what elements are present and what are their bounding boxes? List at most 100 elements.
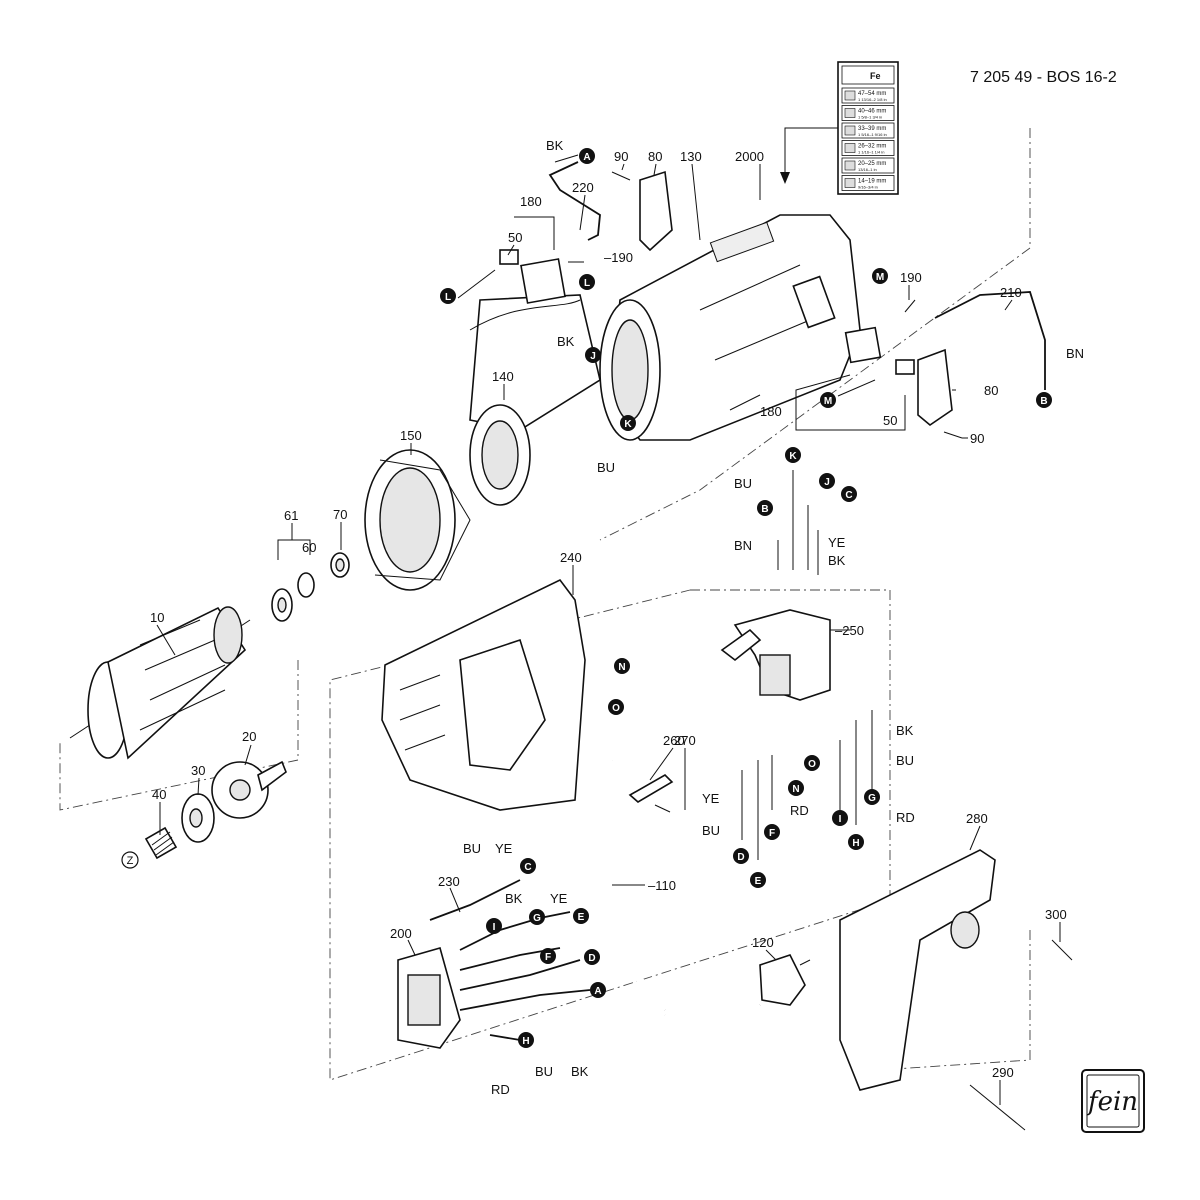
wire-color-ye-upper: YE — [828, 535, 846, 550]
capacity-row-mm: 14–19 mm — [858, 179, 886, 185]
connection-wire-220 — [548, 161, 601, 241]
marker-g-switch: G — [864, 789, 880, 805]
part-number-50-left: 50 — [508, 230, 522, 245]
wire-color-bu-upper: BU — [734, 476, 752, 491]
svg-text:I: I — [493, 922, 496, 933]
marker-e-200: E — [573, 908, 589, 924]
part-number-240: 240 — [560, 550, 582, 565]
svg-text:G: G — [533, 913, 541, 924]
svg-text:L: L — [584, 278, 590, 289]
screw-290 — [969, 1084, 1026, 1131]
part-number-210: 210 — [1000, 285, 1022, 300]
svg-text:F: F — [545, 952, 551, 963]
part-number-120: 120 — [752, 935, 774, 950]
wire-color-ye-200: YE — [550, 891, 568, 906]
svg-text:F: F — [769, 828, 775, 839]
marker-b-switch: B — [757, 500, 773, 516]
wire-color-bu-d: BU — [702, 823, 720, 838]
capacity-row-mm: 33–39 mm — [858, 126, 886, 132]
bit-size-icon — [844, 108, 856, 118]
svg-text:L: L — [445, 292, 451, 303]
marker-o-switch: O — [804, 755, 820, 771]
marker-h-switch: H — [848, 834, 864, 850]
part-number-280: 280 — [966, 811, 988, 826]
capacity-row-inch: 1 5/8–1 3/4 in — [858, 115, 882, 120]
capacity-row-mm: 40–46 mm — [858, 109, 886, 115]
part-number-2000: 2000 — [735, 149, 764, 164]
bit-size-icon — [844, 90, 856, 101]
svg-text:H: H — [522, 1036, 529, 1047]
marker-c-230: C — [520, 858, 536, 874]
wire-color-ye-lower: YE — [702, 791, 720, 806]
connection-wire-210 — [934, 291, 1046, 390]
svg-text:M: M — [824, 396, 832, 407]
marker-l-left: L — [440, 288, 456, 304]
marker-j-coil: J — [585, 347, 601, 363]
marker-h-200: H — [518, 1032, 534, 1048]
leader-lines — [156, 154, 1061, 1105]
marker-g-200: G — [529, 909, 545, 925]
marker-i-switch: I — [832, 810, 848, 826]
bearing-set — [271, 552, 350, 622]
wire-color-rd-lower: RD — [790, 803, 809, 818]
capacity-row-inch: 9/16–3/4 in — [858, 185, 878, 190]
spring — [144, 826, 178, 860]
part-number-40: 40 — [152, 787, 166, 802]
svg-text:M: M — [876, 272, 884, 283]
part-number-20: 20 — [242, 729, 256, 744]
part-number-250: –250 — [835, 623, 864, 638]
part-number-60: 60 — [302, 540, 316, 555]
marker-j-switch: J — [819, 473, 835, 489]
marker-l-right: L — [579, 274, 595, 290]
part-number-90-right: 90 — [970, 431, 984, 446]
wire-color-bk-upper: BK — [828, 553, 846, 568]
part-number-80-top: 80 — [648, 149, 662, 164]
wire-color-bk-lower: BK — [896, 723, 914, 738]
diagram-title: 7 205 49 - BOS 16-2 — [970, 69, 1117, 86]
marker-n-cable: N — [614, 658, 630, 674]
wire-color-bu-230: BU — [463, 841, 481, 856]
marker-f-200: F — [540, 948, 556, 964]
label-position-arrow — [780, 127, 838, 184]
svg-text:I: I — [839, 814, 842, 825]
marker-b-right: B — [1036, 392, 1052, 408]
handle-shell — [839, 849, 996, 1091]
brush-cover-top — [639, 170, 673, 252]
wire-color-bu-200: BU — [535, 1064, 553, 1079]
switch-leads-lower — [741, 710, 873, 860]
chart-header-label: Fe — [870, 71, 881, 81]
marker-d-switch: D — [733, 848, 749, 864]
svg-text:C: C — [845, 490, 852, 501]
marker-k-switch: K — [785, 447, 801, 463]
part-number-30: 30 — [191, 763, 205, 778]
wire-color-rd-200: RD — [491, 1082, 510, 1097]
capacity-row-mm: 26–32 mm — [858, 144, 886, 150]
wire-color-labels: BK BK BU BN BU BN YE BK BK BU YE RD BU R… — [463, 138, 1084, 1097]
wire-color-bk-200: BK — [505, 891, 523, 906]
part-number-80-right: 80 — [984, 383, 998, 398]
fein-logo: fein — [1081, 1069, 1145, 1133]
marker-k-coil: K — [620, 415, 636, 431]
part-number-290: 290 — [992, 1065, 1014, 1080]
svg-text:J: J — [824, 477, 830, 488]
part-number-180-right: 180 — [760, 404, 782, 419]
part-number-190-right: 190 — [900, 270, 922, 285]
field-coil — [469, 294, 601, 506]
marker-d-200: D — [584, 949, 600, 965]
svg-text:J: J — [590, 351, 596, 362]
wire-color-ye-230: YE — [495, 841, 513, 856]
capacity-row-inch: 1 5/16–1 9/16 in — [858, 132, 887, 137]
part-number-130: 130 — [680, 149, 702, 164]
svg-text:O: O — [612, 703, 620, 714]
part-number-150: 150 — [400, 428, 422, 443]
brush-holder-right — [837, 326, 915, 397]
brush-cover-right — [917, 348, 953, 427]
mains-plug — [759, 954, 811, 1006]
svg-text:C: C — [524, 862, 531, 873]
part-number-140: 140 — [492, 369, 514, 384]
svg-text:K: K — [624, 419, 632, 430]
wire-color-bk-220: BK — [546, 138, 564, 153]
marker-e-switch: E — [750, 872, 766, 888]
svg-text:A: A — [594, 986, 601, 997]
